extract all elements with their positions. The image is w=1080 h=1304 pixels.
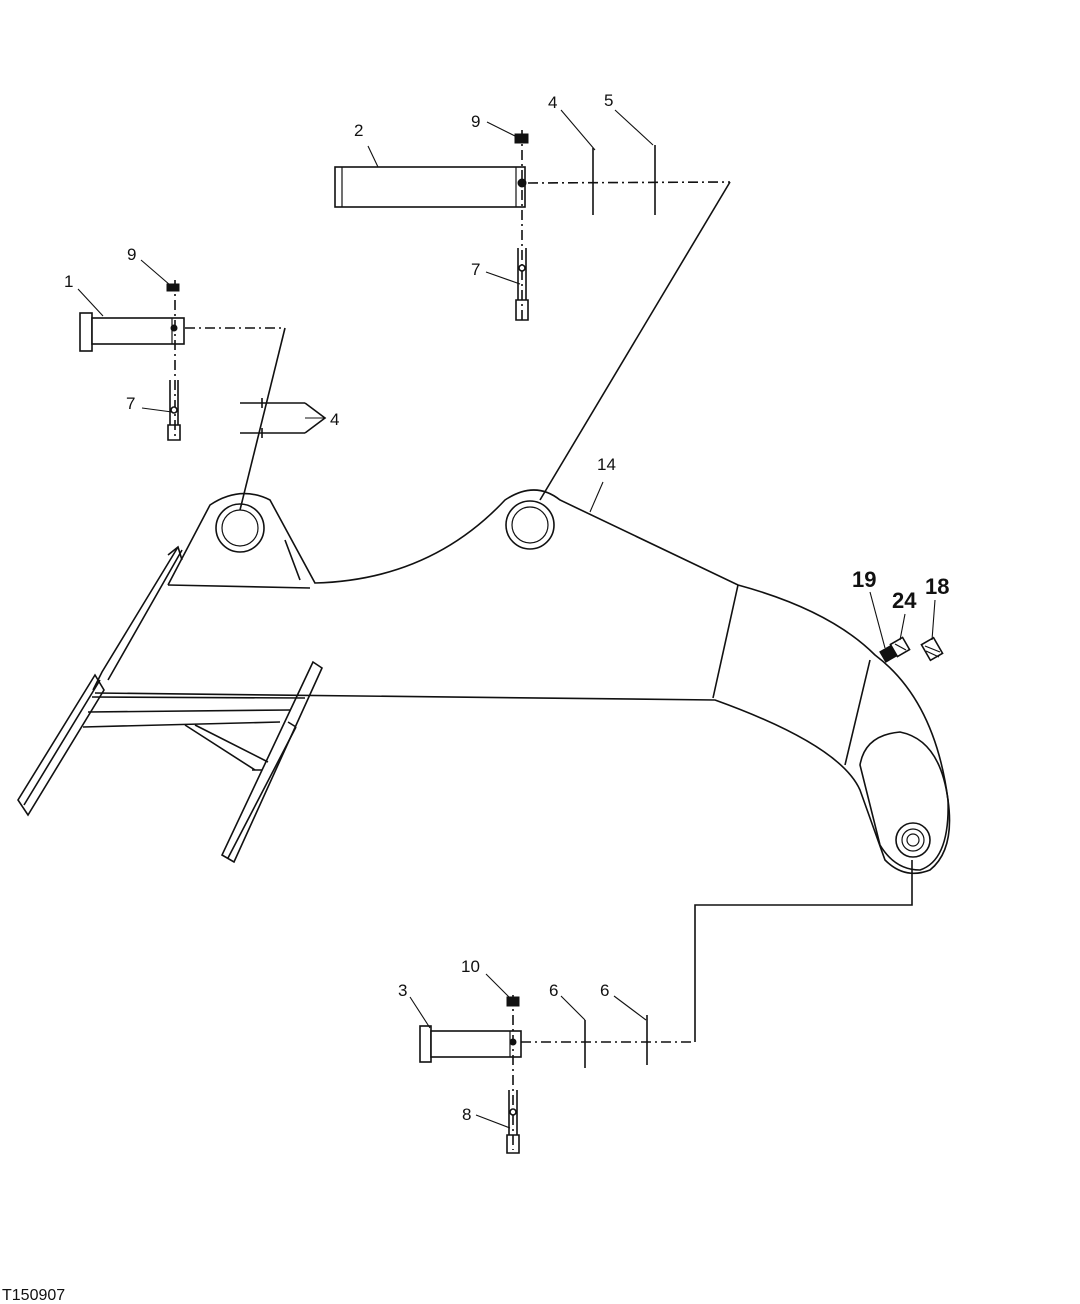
bolt-7-top-hole (518, 264, 526, 272)
boom-section-line-2 (844, 659, 871, 766)
pin-2-body (334, 166, 526, 208)
boom-cylinder-pin-bore-outer (505, 500, 555, 550)
boom-foot-web-diag (184, 724, 269, 771)
boom-left-foot-plate-2 (23, 679, 101, 806)
fitting-19 (879, 645, 897, 663)
callout-shim-4-left: 4 (330, 410, 339, 429)
bolt-7-left-hole (170, 406, 178, 414)
boom-assembly (17, 489, 951, 875)
boom-right-foot-plate-2 (227, 726, 297, 859)
callout-pin-1: 1 (64, 272, 73, 291)
bolt-8-hole (509, 1108, 517, 1116)
boom-left-foot-plate (17, 673, 105, 817)
nut-9-top (514, 133, 529, 144)
grease-fittings (879, 636, 944, 663)
pin-1-group (79, 280, 327, 511)
pin-2-centerline (527, 181, 731, 184)
nut-10 (506, 996, 520, 1007)
callout-bolt-7-top: 7 (471, 260, 480, 279)
callout-bolt-8: 8 (462, 1105, 471, 1124)
callout-pin-3: 3 (398, 981, 407, 1000)
callout-shim-6-a: 6 (549, 981, 558, 1000)
callout-shim-6-b: 6 (600, 981, 609, 1000)
pin-3-body (430, 1030, 522, 1058)
fitting-24 (889, 636, 911, 658)
callout-nut-9-top: 9 (471, 112, 480, 131)
callout-boom-14: 14 (597, 455, 616, 474)
boom-foot-web-top (82, 696, 306, 728)
callout-fitting-19: 19 (852, 567, 876, 592)
boom-foot-pin-bore-outer (215, 503, 265, 553)
boom-nose-pin-bore-ring (906, 833, 920, 847)
boom-lower-edge (167, 584, 311, 589)
pin-1-head (79, 312, 93, 352)
boom-nose-hub (859, 731, 949, 871)
boom-right-foot-plate (220, 660, 324, 864)
callout-labels: 1 2 3 4 4 5 6 6 7 7 8 9 9 10 14 18 19 24 (64, 91, 949, 1124)
pin-2-group (334, 130, 731, 501)
pin-3-head (419, 1025, 432, 1063)
pin-1-hole (170, 324, 178, 332)
boom-left-leg (167, 545, 183, 561)
pin-1-guide-line (239, 327, 286, 511)
fitting-18 (920, 636, 944, 662)
pin-2-guide-line (539, 181, 731, 501)
bolt-7-left (167, 380, 181, 441)
boom-nose-pin-bore-outer (895, 822, 931, 858)
callout-shim-4-top: 4 (548, 93, 557, 112)
nut-9-left (166, 283, 180, 292)
callout-fitting-18: 18 (925, 574, 949, 599)
pin-3-group (419, 860, 913, 1154)
figure-id: T150907 (2, 1287, 65, 1304)
boom-nose-pin-bore-inner (901, 828, 925, 852)
boom-upper-edge (94, 489, 951, 875)
boom-section-line-1 (712, 584, 739, 699)
pin-3-guide-line (694, 860, 913, 1042)
callout-fitting-24: 24 (892, 588, 917, 613)
bolt-7-top (515, 248, 529, 321)
leader-lines (77, 109, 936, 1129)
boom-inner-bracket (284, 539, 301, 581)
callout-pin-2: 2 (354, 121, 363, 140)
callout-bolt-7-left: 7 (126, 394, 135, 413)
callout-nut-9-left: 9 (127, 245, 136, 264)
pin-1-body (91, 317, 185, 345)
boom-left-foot-outer (92, 546, 183, 691)
callout-nut-10: 10 (461, 957, 480, 976)
boom-right-foot-stub (252, 721, 297, 771)
callout-shim-5: 5 (604, 91, 613, 110)
boom-cylinder-pin-bore-inner (511, 506, 549, 544)
